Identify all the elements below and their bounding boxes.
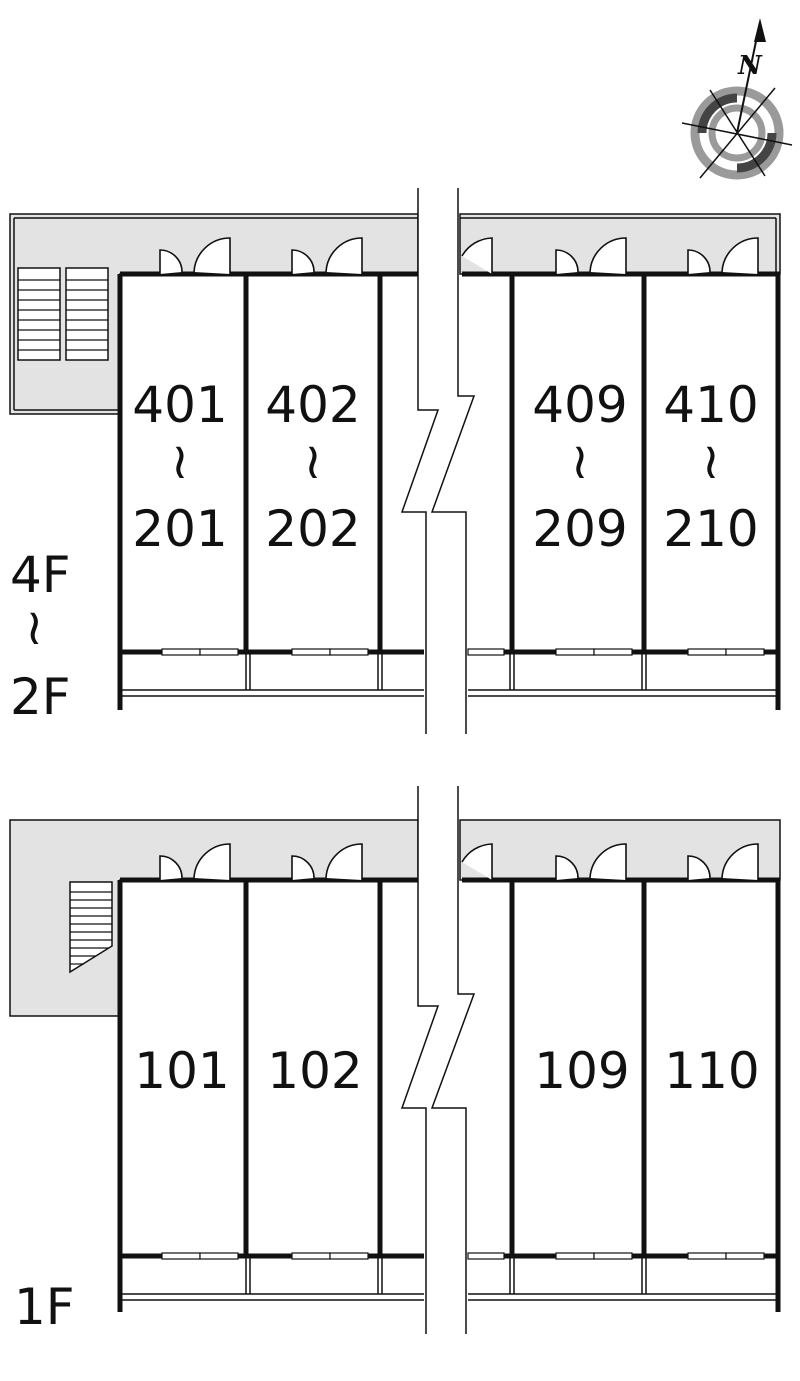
stairs-icon [69,881,113,974]
floor-label-2f: 2F [10,668,71,726]
door-icon [555,843,627,880]
door-icon [461,843,493,880]
door-icon [461,237,493,274]
unit-402-202: 402 ≀ 202 [265,376,360,558]
compass-rose-icon [681,18,793,180]
break-mark [400,188,476,734]
upper-block: 401 ≀ 201 402 ≀ 202 409 ≀ 209 410 ≀ 210 … [9,188,781,734]
unit-102: 102 [267,1042,362,1100]
floor-label-upper: 4F ≀ 2F [10,546,71,726]
range-tilde: ≀ [171,432,190,490]
unit-409-209: 409 ≀ 209 [532,376,627,558]
compass: N [681,18,793,180]
door-icon [159,843,231,880]
unit-101: 101 [134,1042,229,1100]
floor-label-1f: 1F [14,1278,75,1336]
range-tilde: ≀ [702,432,721,490]
unit-401-201: 401 ≀ 201 [132,376,227,558]
unit-110: 110 [664,1042,759,1100]
unit-109: 109 [534,1042,629,1100]
stairs-icon [17,267,109,361]
lower-block: 101 102 109 110 1F [9,786,781,1336]
floor-range-tilde: ≀ [25,598,44,656]
range-tilde: ≀ [304,432,323,490]
unit-number-bottom: 210 [663,500,758,558]
unit-410-210: 410 ≀ 210 [663,376,758,558]
door-icon [291,843,363,880]
unit-number-bottom: 202 [265,500,360,558]
unit-number-top: 410 [663,376,758,434]
floor-label-4f: 4F [10,546,71,604]
door-icon [291,237,363,274]
unit-number-bottom: 209 [532,500,627,558]
unit-number-top: 409 [532,376,627,434]
range-tilde: ≀ [571,432,590,490]
door-icon [159,237,231,274]
unit-number-top: 401 [132,376,227,434]
door-icon [555,237,627,274]
door-icon [687,237,759,274]
unit-number-top: 402 [265,376,360,434]
door-icon [687,843,759,880]
compass-north-label: N [737,51,763,81]
break-mark [400,786,476,1334]
unit-number-bottom: 201 [132,500,227,558]
